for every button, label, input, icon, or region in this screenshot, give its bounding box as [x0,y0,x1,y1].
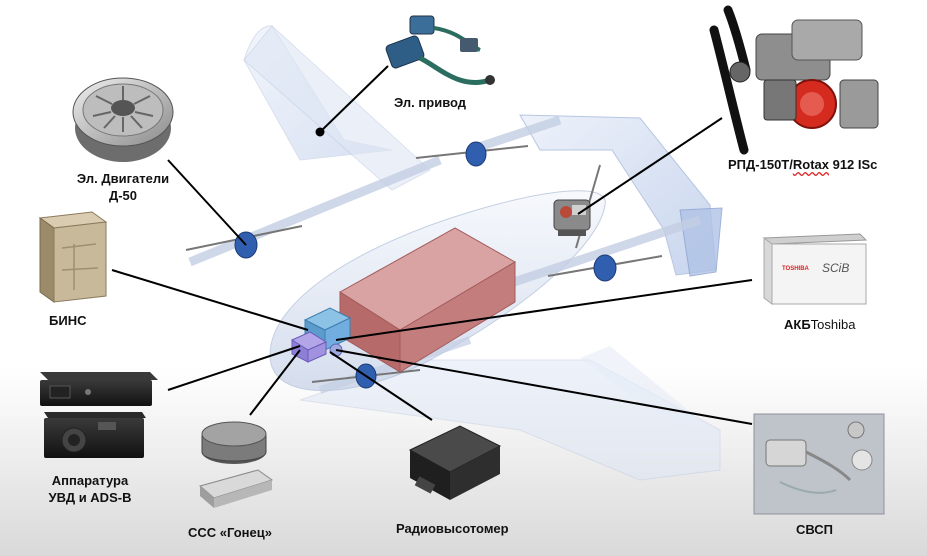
electric-drive-image [385,15,495,86]
label-sss-gonets: ССС «Гонец» [188,525,272,540]
label-bins: БИНС [49,313,87,328]
bins-unit-image [38,211,108,303]
leader-dot [315,127,325,137]
aircraft [185,25,723,481]
battery-image: TOSHIBA SCiB [762,233,868,305]
label-radio-altimeter: Радиовысотомер [396,521,509,536]
battery-logo-text: TOSHIBA [782,266,810,272]
label-engine-prefix: РПД-150Т/ [728,157,793,172]
leader-line-el-drive [319,65,389,133]
fuel-tank [339,227,516,373]
upper-motor-boom-2 [468,115,562,155]
label-uvd-adsb: Аппаратура УВД и ADS-B [30,472,150,506]
leader-line-sss [249,349,301,416]
label-battery: АКБToshiba [784,316,855,333]
leader-line-battery [335,279,753,341]
electric-motor [465,141,487,167]
upper-motor-boom [188,155,442,267]
leader-line-motors [167,159,247,246]
label-battery-brand: Toshiba [810,317,856,332]
electric-motor-d50-image [72,77,174,162]
label-engine: РПД-150Т/Rotax 912 ISc [728,156,877,173]
label-electric-motors-line1: Эл. Двигатели [76,171,170,186]
right-wing [299,359,721,481]
label-uvd-line2: УВД и ADS-B [48,490,132,505]
leader-line-uvd [167,345,301,391]
leader-line-bins [111,269,309,331]
leader-line-radioalt [329,351,433,421]
radio-altimeter-image [408,425,502,500]
label-svsp: СВСП [796,522,834,537]
engine-mount [553,199,591,236]
label-battery-prefix: АКБ [784,317,811,332]
label-engine-brand: Rotax [792,157,829,172]
leader-line-svsp [335,349,753,425]
leader-lines [111,65,753,425]
rotax-engine-image [709,5,879,155]
left-wing-panel [243,25,431,191]
label-engine-suffix: 912 ISc [828,157,878,172]
label-electric-motors-line2: Д-50 [108,188,138,203]
svsp-unit-image [753,413,885,515]
electric-motor [593,254,617,282]
transponder-image [40,372,158,458]
battery-product-text: SCiB [822,261,849,275]
leader-line-engine [577,117,723,215]
label-electric-motors: Эл. Двигатели Д-50 [58,170,188,204]
label-uvd-line1: Аппаратура [51,473,129,488]
satellite-antenna-image [198,421,274,508]
label-el-drive: Эл. привод [394,95,467,110]
